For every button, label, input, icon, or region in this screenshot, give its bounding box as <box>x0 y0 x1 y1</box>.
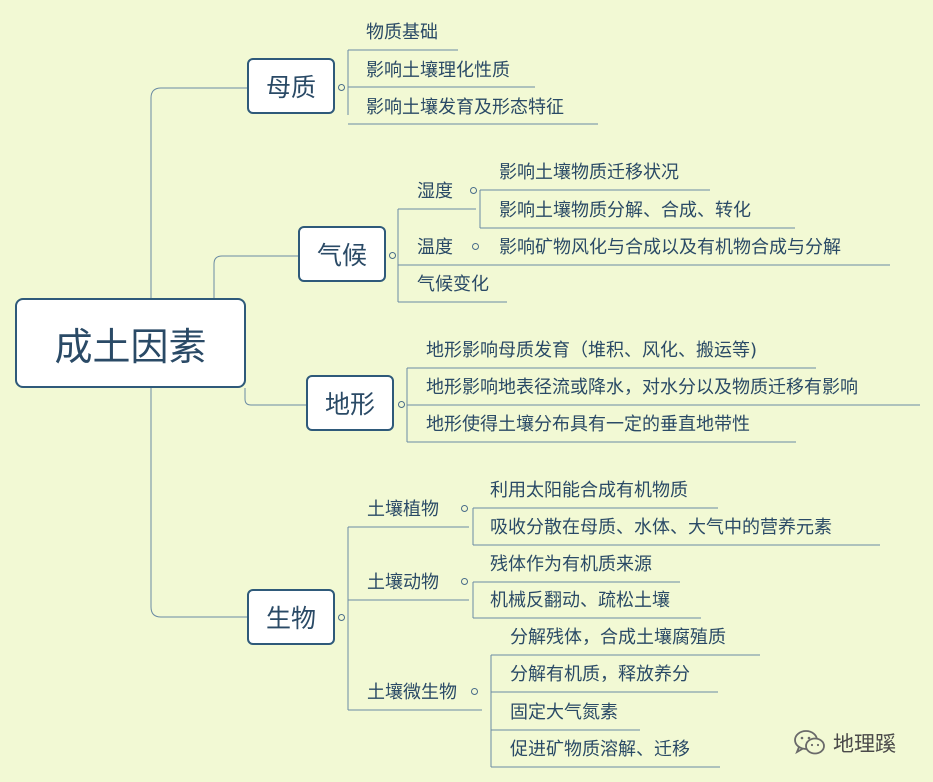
biology-microbes-item[interactable]: 分解残体，合成土壤腐殖质 <box>510 627 726 648</box>
parent-material-item[interactable]: 影响土壤理化性质 <box>366 60 510 81</box>
expand-knob[interactable] <box>338 84 345 91</box>
parent-material-item[interactable]: 影响土壤发育及形态特征 <box>366 97 564 118</box>
branch-label: 气候 <box>316 241 367 270</box>
branch-label: 地形 <box>324 390 375 419</box>
expand-knob[interactable] <box>389 252 396 259</box>
expand-knob[interactable] <box>461 578 468 585</box>
branch-terrain[interactable]: 地形 <box>306 375 394 431</box>
watermark: 地理蹊 <box>793 728 896 758</box>
biology-plants-label[interactable]: 土壤植物 <box>367 499 439 520</box>
wechat-icon <box>794 730 825 755</box>
climate-humidity-item[interactable]: 影响土壤物质分解、合成、转化 <box>499 200 751 221</box>
branch-label: 母质 <box>265 73 316 102</box>
root-node[interactable]: 成土因素 <box>15 298 246 388</box>
expand-knob[interactable] <box>398 401 405 408</box>
expand-knob[interactable] <box>472 243 479 250</box>
branch-label: 生物 <box>265 604 316 633</box>
climate-temperature-item[interactable]: 影响矿物风化与合成以及有机物合成与分解 <box>499 237 841 258</box>
branch-parent-material[interactable]: 母质 <box>247 58 335 114</box>
climate-temperature-label[interactable]: 温度 <box>417 237 453 258</box>
biology-animals-item[interactable]: 机械反翻动、疏松土壤 <box>490 590 670 611</box>
terrain-item[interactable]: 地形影响地表径流或降水，对水分以及物质迁移有影响 <box>426 377 858 398</box>
biology-animals-label[interactable]: 土壤动物 <box>367 572 439 593</box>
biology-microbes-label[interactable]: 土壤微生物 <box>367 682 457 703</box>
biology-animals-item[interactable]: 残体作为有机质来源 <box>490 554 652 575</box>
branch-biology[interactable]: 生物 <box>247 589 335 645</box>
watermark-text: 地理蹊 <box>833 732 896 756</box>
terrain-item[interactable]: 地形使得土壤分布具有一定的垂直地带性 <box>426 414 750 435</box>
climate-humidity-label[interactable]: 湿度 <box>417 181 453 202</box>
expand-knob[interactable] <box>461 505 468 512</box>
expand-knob[interactable] <box>471 688 478 695</box>
parent-material-item[interactable]: 物质基础 <box>366 22 438 43</box>
terrain-item[interactable]: 地形影响母质发育（堆积、风化、搬运等) <box>426 340 758 361</box>
biology-plants-item[interactable]: 利用太阳能合成有机物质 <box>490 480 688 501</box>
biology-plants-item[interactable]: 吸收分散在母质、水体、大气中的营养元素 <box>490 517 832 538</box>
biology-microbes-item[interactable]: 促进矿物质溶解、迁移 <box>510 739 690 760</box>
branch-climate[interactable]: 气候 <box>298 226 386 282</box>
biology-microbes-item[interactable]: 固定大气氮素 <box>510 702 618 723</box>
root-label: 成土因素 <box>54 324 207 369</box>
expand-knob[interactable] <box>470 187 477 194</box>
climate-humidity-item[interactable]: 影响土壤物质迁移状况 <box>499 162 679 183</box>
expand-knob[interactable] <box>338 614 345 621</box>
climate-change-label[interactable]: 气候变化 <box>417 274 489 295</box>
biology-microbes-item[interactable]: 分解有机质，释放养分 <box>510 664 690 685</box>
